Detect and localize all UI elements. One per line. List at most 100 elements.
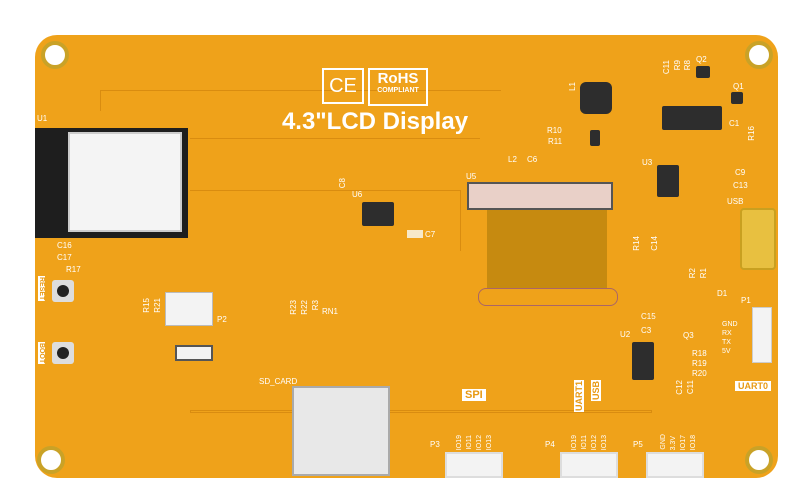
label-r23: R23 (289, 300, 298, 315)
p1-pin: TX (722, 339, 731, 346)
rohs-text: RoHS (377, 70, 419, 87)
p1-pin: RX (722, 330, 732, 337)
label-r10: R10 (547, 126, 562, 135)
mounting-hole (41, 41, 69, 69)
label-r1: R1 (699, 268, 708, 279)
label-r14: R14 (632, 236, 641, 251)
label-c15: C15 (641, 312, 656, 321)
p4-pin: IO11 (581, 435, 588, 450)
p4-pin: IO13 (601, 434, 608, 450)
label-r3: R3 (311, 300, 320, 311)
label-u5: U5 (466, 172, 477, 181)
label-u6: U6 (352, 190, 363, 199)
label-p3: P3 (430, 440, 440, 449)
label-r22: R22 (300, 300, 309, 315)
lcd-ribbon (487, 200, 607, 305)
pcb-board (35, 35, 778, 478)
label-c13: C13 (733, 181, 748, 190)
p3-pin: IO13 (486, 434, 493, 450)
module-shield (68, 132, 182, 232)
label-r20: R20 (692, 369, 707, 378)
p2-connector[interactable] (165, 292, 213, 326)
label-r11: R11 (548, 137, 563, 146)
boot-button[interactable] (52, 342, 74, 364)
label-q2: Q2 (696, 55, 707, 64)
rohs-sub: COMPLIANT (377, 87, 419, 94)
label-usb: USB (727, 197, 744, 206)
component (175, 345, 213, 361)
label-q3: Q3 (683, 331, 694, 340)
label-l1: L1 (568, 82, 577, 91)
tag-reset: RESET (38, 276, 45, 302)
p5-connector[interactable] (646, 452, 704, 478)
label-c16: C16 (57, 241, 72, 250)
label-p5: P5 (633, 440, 643, 449)
capacitor-c7 (407, 230, 423, 238)
tag-usb: USB (591, 380, 601, 402)
label-p4: P4 (545, 440, 555, 449)
label-r17: R17 (66, 265, 81, 274)
tag-boot: BOOT (38, 342, 45, 365)
label-q1: Q1 (733, 82, 744, 91)
p1-pin: 5V (722, 348, 731, 355)
transistor-q2 (696, 66, 710, 78)
label-r16: R16 (747, 126, 756, 141)
label-c17: C17 (57, 253, 72, 262)
p3-pin: IO12 (476, 434, 483, 450)
reset-button[interactable] (52, 280, 74, 302)
p3-pin: IO11 (466, 435, 473, 450)
label-c14: C14 (650, 236, 659, 251)
label-p2: P2 (217, 315, 227, 324)
label-sd-card: SD_CARD (259, 377, 298, 386)
p1-pins: GND RX TX 5V (722, 320, 738, 356)
label-c11b: C11 (686, 380, 695, 395)
label-u2: U2 (620, 330, 631, 339)
chip-u2 (632, 342, 654, 380)
p4-pin: IO12 (591, 434, 598, 450)
sd-card-slot[interactable] (292, 386, 390, 476)
p5-pin: 3.3V (670, 435, 677, 450)
p3-pin: IO19 (456, 434, 463, 450)
board-title: 4.3"LCD Display (281, 108, 469, 135)
label-r8: R8 (683, 60, 692, 71)
trace (190, 190, 461, 251)
label-r18: R18 (692, 349, 707, 358)
p1-uart-connector[interactable] (752, 307, 772, 363)
label-c11: C11 (662, 60, 671, 75)
label-r21: R21 (153, 298, 162, 313)
usb-c-port[interactable] (740, 208, 776, 270)
label-p1: P1 (741, 296, 751, 305)
trace (100, 90, 501, 111)
label-c1: C1 (729, 119, 740, 128)
label-c3: C3 (641, 326, 652, 335)
transistor-q1 (731, 92, 743, 104)
inductor-l1 (580, 82, 612, 114)
ribbon-slot (478, 288, 618, 306)
ce-logo: CE (322, 68, 364, 104)
p4-connector[interactable] (560, 452, 618, 478)
mounting-hole (745, 446, 773, 474)
mounting-hole (745, 41, 773, 69)
label-c6: C6 (527, 155, 538, 164)
chip-regulator (590, 130, 600, 146)
label-u3: U3 (642, 158, 653, 167)
label-r9: R9 (673, 60, 682, 71)
trace (190, 410, 652, 413)
p4-pin: IO19 (571, 434, 578, 450)
p1-pin: GND (722, 321, 738, 328)
p5-pin: IO17 (680, 434, 687, 450)
label-u1: U1 (37, 114, 48, 123)
tag-uart0: UART0 (735, 381, 772, 391)
label-l2: L2 (508, 155, 517, 164)
label-r15: R15 (142, 298, 151, 313)
mounting-hole (37, 446, 65, 474)
p3-spi-connector[interactable] (445, 452, 503, 478)
label-d1: D1 (717, 289, 728, 298)
tag-spi: SPI (462, 389, 486, 401)
tag-uart1: UART1 (574, 380, 584, 413)
label-c8: C8 (338, 178, 347, 189)
chip-u3 (657, 165, 679, 197)
